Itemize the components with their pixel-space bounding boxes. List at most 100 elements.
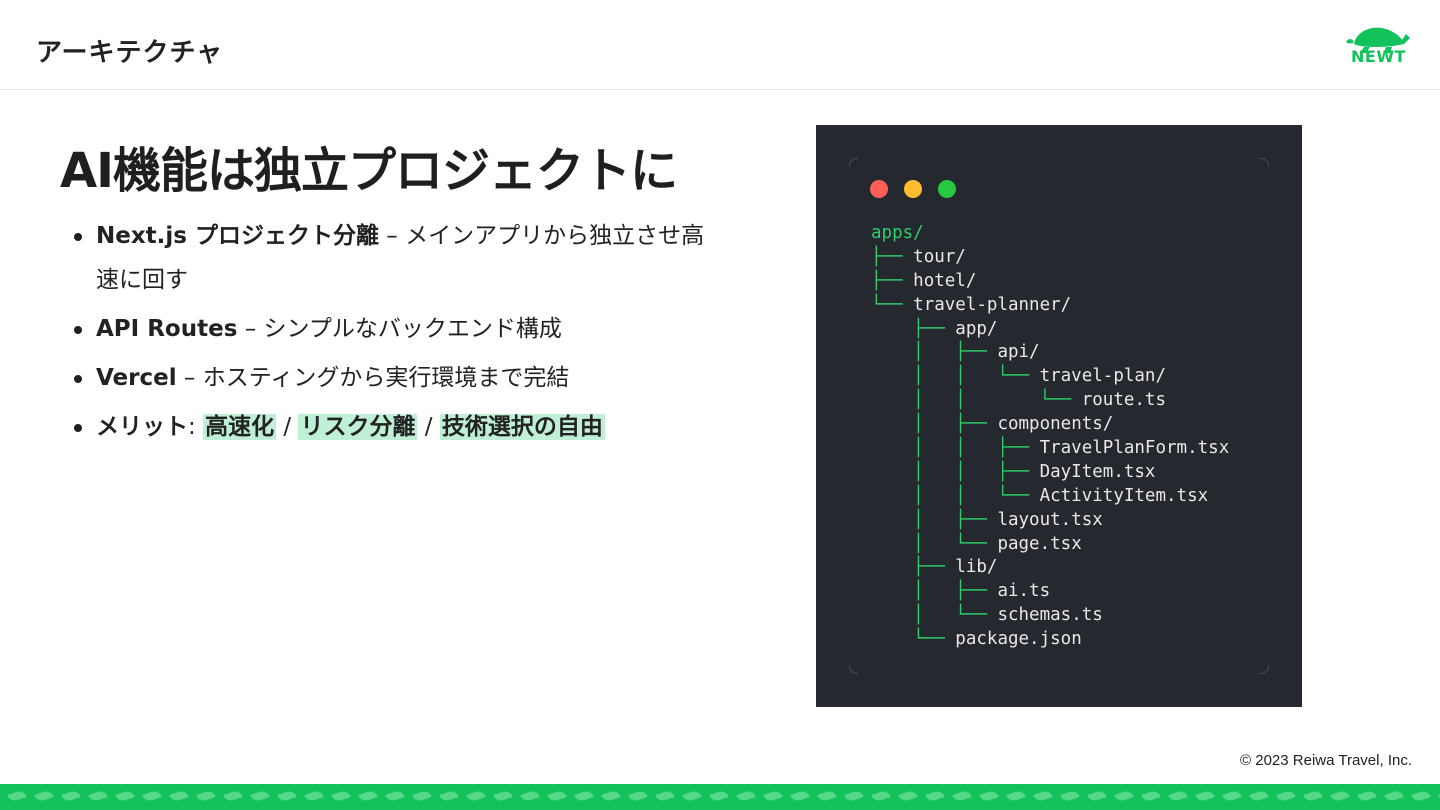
leaf-pattern-icon: [61, 789, 81, 803]
leaf-pattern-icon: [1060, 789, 1080, 803]
merit-highlight: 高速化: [203, 414, 277, 440]
panel-corner: [849, 158, 858, 167]
tree-entry-name: lib/: [955, 557, 998, 578]
tree-entry-name: schemas.ts: [997, 605, 1103, 626]
leaf-pattern-icon: [1357, 789, 1377, 803]
leaf-pattern-icon: [655, 789, 675, 803]
bullet-item-merit: メリット: 高速化 / リスク分離 / 技術選択の自由: [74, 405, 714, 449]
tree-entry-name: travel-planner/: [913, 294, 1072, 315]
leaf-pattern-icon: [223, 789, 243, 803]
leaf-pattern-icon: [1141, 789, 1161, 803]
tree-branch: │ └──: [871, 533, 998, 554]
leaf-pattern-icon: [1384, 789, 1404, 803]
merit-colon: :: [188, 414, 204, 440]
leaf-pattern-icon: [682, 789, 702, 803]
leaf-pattern-icon: [7, 789, 27, 803]
bullet-term: API Routes: [96, 316, 238, 342]
panel-corner: [1260, 665, 1269, 674]
leaf-pattern-icon: [1411, 789, 1431, 803]
tree-line: ├── app/: [871, 318, 1229, 342]
slide-title: AI機能は独立プロジェクトに: [60, 143, 678, 199]
merit-highlight: 技術選択の自由: [439, 414, 605, 440]
tree-branch: └──: [871, 629, 956, 650]
directory-tree: apps/├── tour/├── hotel/└── travel-plann…: [871, 222, 1229, 652]
leaf-pattern-icon: [88, 789, 108, 803]
leaf-pattern-icon: [763, 789, 783, 803]
tree-line: │ │ ├── DayItem.tsx: [871, 461, 1229, 485]
merit-label: メリット: [96, 414, 188, 440]
leaf-pattern-icon: [169, 789, 189, 803]
leaf-pattern-icon: [304, 789, 324, 803]
tree-entry-name: ai.ts: [997, 581, 1051, 602]
leaf-pattern-icon: [1087, 789, 1107, 803]
leaf-pattern-icon: [790, 789, 810, 803]
tree-line: │ ├── ai.ts: [871, 580, 1229, 604]
leaf-pattern-icon: [844, 789, 864, 803]
leaf-pattern-icon: [979, 789, 999, 803]
leaf-pattern-icon: [466, 789, 486, 803]
leaf-pattern-icon: [1249, 789, 1269, 803]
leaf-pattern-icon: [331, 789, 351, 803]
leaf-pattern-icon: [493, 789, 513, 803]
merit-separator: /: [417, 414, 440, 440]
leaf-pattern-icon: [115, 789, 135, 803]
bullet-term: Next.js プロジェクト分離: [96, 223, 379, 249]
leaf-pattern-icon: [1168, 789, 1188, 803]
tree-branch: │ │ └──: [871, 366, 1040, 387]
tree-line: │ │ ├── TravelPlanForm.tsx: [871, 437, 1229, 461]
tree-entry-name: app/: [955, 318, 998, 339]
tree-entry-name: route.ts: [1081, 390, 1167, 411]
bullet-text: – ホスティングから実行環境まで完結: [176, 365, 570, 391]
tree-entry-name: page.tsx: [997, 533, 1082, 554]
tree-entry-name: apps/: [871, 223, 924, 243]
tree-branch: ├──: [871, 318, 956, 339]
tree-branch: │ │ ├──: [871, 438, 1040, 459]
leaf-pattern-icon: [358, 789, 378, 803]
tree-entry-name: api/: [997, 342, 1040, 363]
newt-logo-text: NEWT: [1351, 47, 1406, 66]
bullet-text: – メインアプリから独立させ高速に回す: [96, 223, 705, 293]
leaf-pattern-icon: [385, 789, 405, 803]
tree-branch: ├──: [871, 270, 914, 291]
tree-branch: │ ├──: [871, 509, 998, 530]
leaf-pattern-icon: [1114, 789, 1134, 803]
tree-branch: │ │ └──: [871, 485, 1040, 506]
tree-line: │ │ └── travel-plan/: [871, 365, 1229, 389]
tree-line: ├── lib/: [871, 556, 1229, 580]
footer-band: [0, 784, 1440, 810]
tree-branch: │ ├──: [871, 414, 998, 435]
section-title: アーキテクチャ: [36, 38, 224, 68]
tree-entry-name: ActivityItem.tsx: [1039, 485, 1209, 506]
tree-branch: │ └──: [871, 605, 998, 626]
leaf-pattern-icon: [1276, 789, 1296, 803]
bullet-term: Vercel: [96, 365, 177, 391]
leaf-pattern-icon: [439, 789, 459, 803]
leaf-pattern-icon: [871, 789, 891, 803]
leaf-pattern-icon: [601, 789, 621, 803]
leaf-pattern-icon: [34, 789, 54, 803]
leaf-pattern-icon: [925, 789, 945, 803]
leaf-pattern-icon: [1222, 789, 1242, 803]
leaf-pattern-icon: [1303, 789, 1323, 803]
panel-corner: [849, 665, 858, 674]
bullet-text: – シンプルなバックエンド構成: [237, 316, 562, 342]
leaf-pattern-icon: [817, 789, 837, 803]
tree-line: │ │ └── ActivityItem.tsx: [871, 485, 1229, 509]
tree-entry-name: travel-plan/: [1039, 366, 1167, 387]
bullet-item: Next.js プロジェクト分離 – メインアプリから独立させ高速に回す: [74, 214, 714, 302]
newt-turtle-logo-icon: [1346, 27, 1410, 53]
panel-corner: [1260, 158, 1269, 167]
bullet-item: API Routes – シンプルなバックエンド構成: [74, 307, 714, 351]
leaf-pattern-icon: [412, 789, 432, 803]
slide-header: アーキテクチャ NEWT: [0, 0, 1440, 90]
tree-entry-name: TravelPlanForm.tsx: [1039, 438, 1230, 459]
tree-entry-name: hotel/: [913, 270, 977, 291]
tree-entry-name: layout.tsx: [997, 509, 1103, 530]
tree-entry-name: DayItem.tsx: [1039, 461, 1156, 482]
tree-line: └── travel-planner/: [871, 294, 1229, 318]
leaf-pattern-icon: [1195, 789, 1215, 803]
merit-separator: /: [276, 414, 299, 440]
tree-branch: └──: [871, 294, 914, 315]
tree-line: │ ├── api/: [871, 341, 1229, 365]
leaf-pattern-icon: [628, 789, 648, 803]
